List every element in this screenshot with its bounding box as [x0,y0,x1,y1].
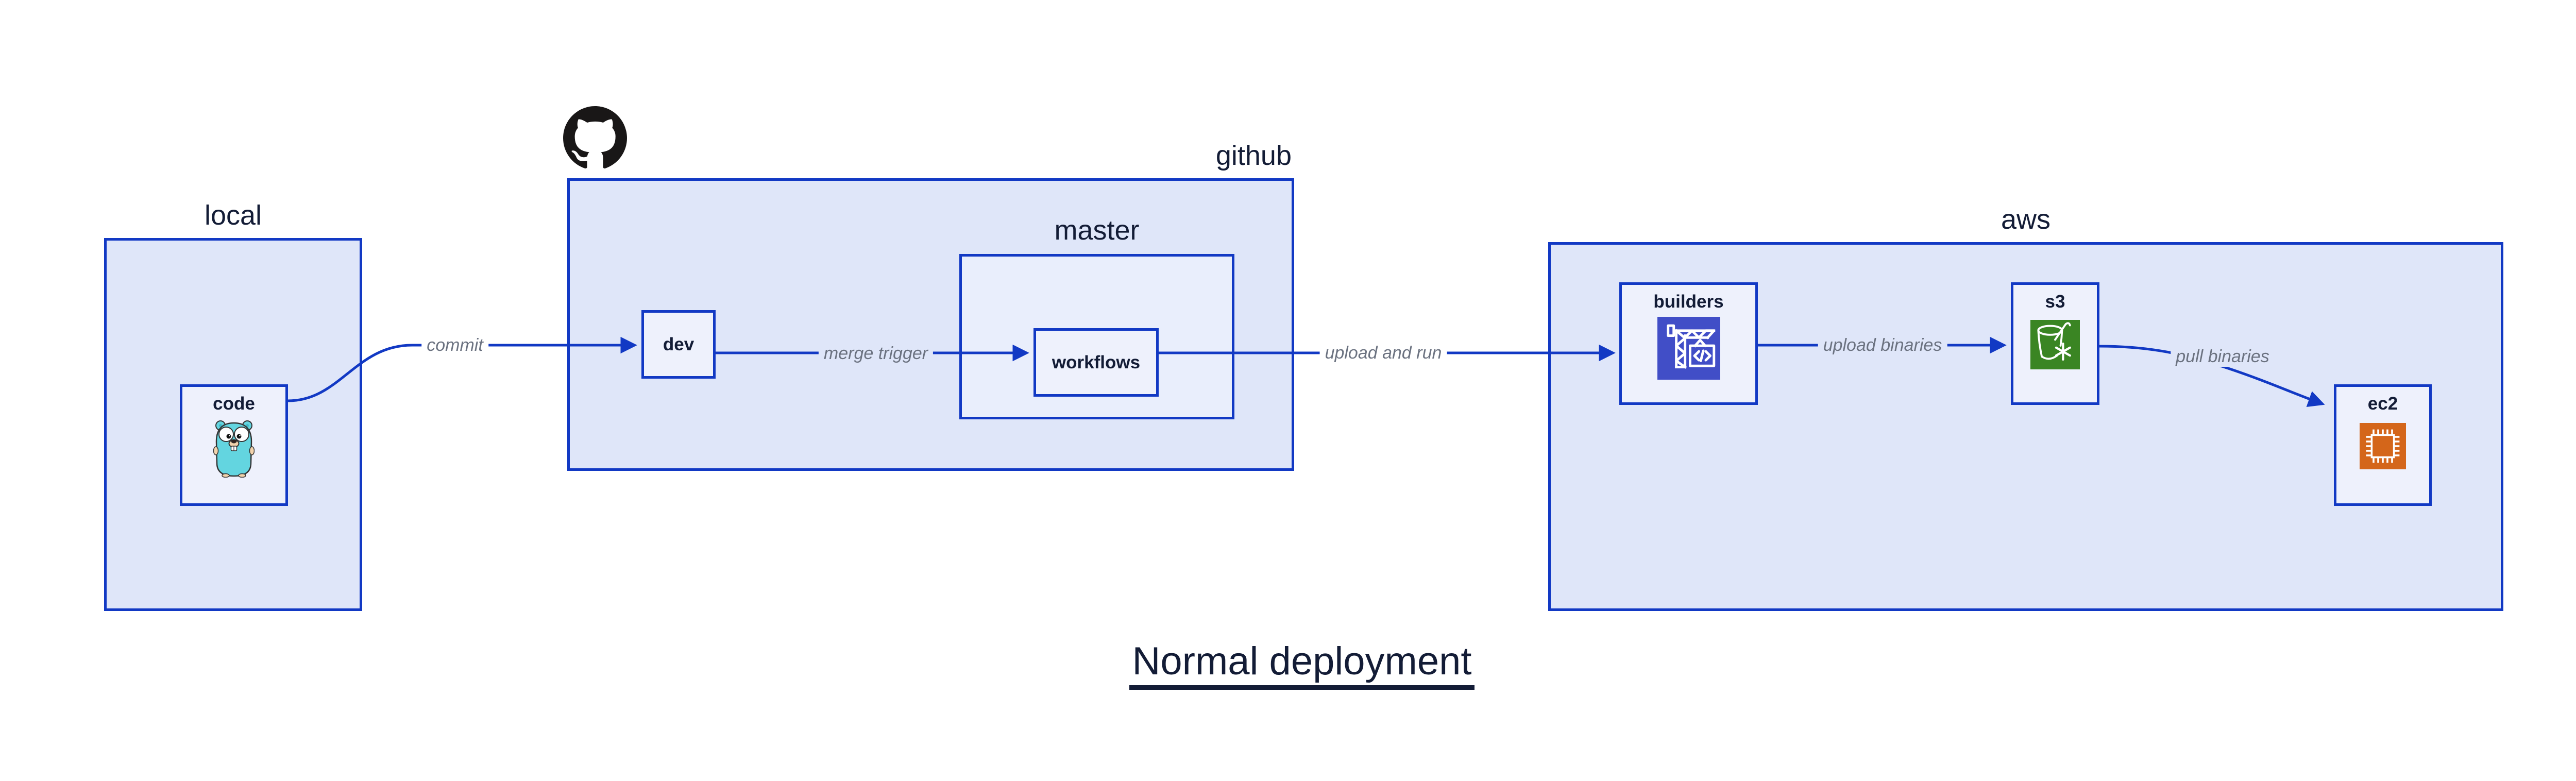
edge-label-pull-binaries: pull binaries [2171,346,2275,367]
node-code: code [180,384,288,506]
codebuild-crane-icon [1657,317,1720,382]
node-code-label: code [213,394,255,414]
edge-label-commit: commit [421,335,488,355]
group-local-label: local [204,200,262,231]
edge-label-merge-trigger: merge trigger [818,343,934,364]
diagram-title-wrap: Normal deployment [0,640,2576,690]
node-ec2-label: ec2 [2367,394,2398,414]
node-workflows: workflows [1033,328,1159,397]
node-builders-label: builders [1653,292,1724,312]
ec2-chip-icon [2360,423,2406,472]
group-aws-label: aws [2001,204,2051,235]
edge-label-upload-binaries: upload binaries [1818,335,1947,355]
node-workflows-label: workflows [1052,352,1141,372]
go-gopher-icon [213,419,255,480]
group-master-label: master [1054,215,1140,246]
edge-label-upload-and-run: upload and run [1319,343,1447,363]
group-github-label: github [1215,140,1292,171]
node-ec2: ec2 [2334,384,2432,506]
diagram-title: Normal deployment [1129,640,1475,690]
node-dev-label: dev [663,334,694,354]
node-s3-label: s3 [2045,292,2065,312]
node-s3: s3 [2011,282,2099,405]
github-mark-icon [563,106,627,173]
node-dev: dev [641,310,716,379]
node-builders: builders [1619,282,1758,405]
s3-bucket-icon [2030,320,2080,372]
